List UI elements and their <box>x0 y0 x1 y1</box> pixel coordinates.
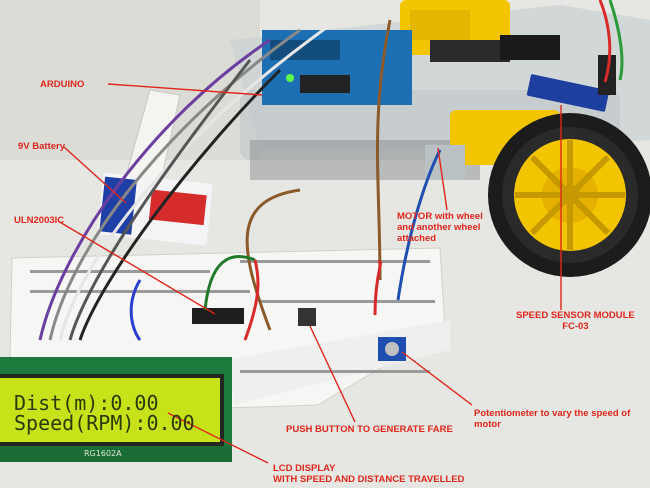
label-lcd: LCD DISPLAY WITH SPEED AND DISTANCE TRAV… <box>273 463 464 485</box>
wheel <box>488 113 650 277</box>
label-speed-sensor-line-2: FC-03 <box>562 321 589 332</box>
push-button <box>298 308 316 326</box>
label-pot-line-2: motor <box>474 419 501 430</box>
lcd-row-1: Dist(m):0.00 <box>14 391 159 415</box>
lcd-module <box>0 357 232 462</box>
label-uln: ULN2003IC <box>14 215 65 226</box>
label-battery: 9V Battery <box>18 141 65 152</box>
label-speed-sensor-line-1: SPEED SENSOR MODULE <box>516 310 635 321</box>
label-arduino: ARDUINO <box>40 79 85 90</box>
lcd-row-2: Speed(RPM):0.00 <box>14 411 195 435</box>
wires <box>38 0 624 341</box>
label-speed-sensor: SPEED SENSOR MODULE FC-03 <box>516 310 635 332</box>
annotation-lines <box>57 83 562 464</box>
table-shadow-area <box>0 0 260 160</box>
label-motor-line-1: MOTOR with wheel <box>397 211 483 222</box>
potentiometer <box>378 337 406 361</box>
label-motor-line-2: and another wheel <box>397 222 481 233</box>
label-motor-line-3: attached <box>397 233 437 244</box>
lcd-model-label: RG1602A <box>84 449 122 458</box>
label-potentiometer: Potentiometer to vary the speed of motor <box>474 408 630 430</box>
label-push-button: PUSH BUTTON TO GENERATE FARE <box>286 424 453 435</box>
uln-ic-chip <box>192 308 244 324</box>
label-lcd-line-2: WITH SPEED AND DISTANCE TRAVELLED <box>273 474 465 485</box>
label-pot-line-1: Potentiometer to vary the speed of <box>474 408 631 419</box>
label-lcd-line-1: LCD DISPLAY <box>273 463 336 474</box>
label-motor: MOTOR with wheel and another wheel attac… <box>397 211 483 244</box>
